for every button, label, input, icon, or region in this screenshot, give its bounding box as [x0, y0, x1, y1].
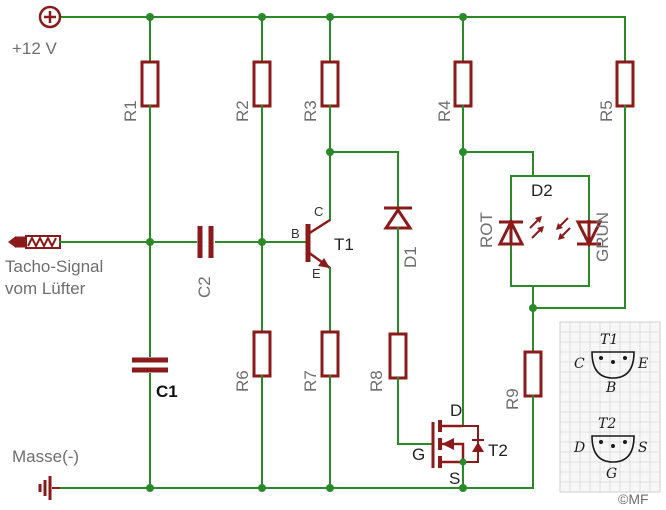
t2-package-sketch [591, 435, 635, 463]
resistor-r2 [252, 60, 272, 108]
t1-emitter-label: E [312, 266, 321, 281]
capacitor-c2 [197, 226, 214, 258]
pinout-inset [559, 321, 661, 493]
t1-package-sketch [591, 351, 635, 379]
led-green-label: GRUN [593, 212, 612, 262]
r3-label: R3 [301, 100, 320, 122]
ground-icon [38, 476, 60, 500]
resistor-r6 [252, 330, 272, 378]
pinout-t2-s: S [638, 440, 648, 456]
t1-collector-label: C [314, 204, 323, 219]
c2-label: C2 [195, 276, 214, 298]
led-pair-d2-icon [497, 175, 603, 287]
t1-base-label: B [291, 226, 300, 241]
resistor-r7 [320, 330, 340, 378]
supply-terminal-icon [38, 5, 62, 29]
resistor-r3 [320, 60, 340, 108]
supply-label: +12 V [12, 39, 58, 58]
t2-gate-label: G [412, 445, 425, 464]
supply-rail [59, 13, 626, 21]
r6-label: R6 [233, 370, 252, 392]
pinout-t1-name: T1 [600, 332, 618, 348]
r9-label: R9 [503, 388, 522, 410]
d2-label: D2 [531, 181, 553, 200]
resistor-r1 [140, 60, 160, 108]
input-plug-icon [8, 235, 61, 249]
signal-line [59, 238, 309, 246]
resistor-r5 [615, 60, 635, 108]
input-label-line2: vom Lüfter [5, 279, 86, 298]
resistor-r9 [523, 350, 543, 398]
pinout-t1-e: E [637, 356, 648, 372]
resistor-r4 [453, 60, 473, 108]
c1-label: C1 [156, 382, 178, 401]
pinout-t1-b: B [605, 380, 616, 396]
r5-label: R5 [597, 100, 616, 122]
transistor-t1-icon [305, 218, 331, 270]
r8-label: R8 [367, 370, 386, 392]
copyright-mark: ©MF [618, 491, 649, 507]
ground-label: Masse(-) [12, 447, 79, 466]
d1-label: D1 [401, 246, 420, 268]
r4-label: R4 [435, 100, 454, 122]
grid-lines [560, 322, 660, 492]
diode-d1-icon [383, 206, 413, 230]
pinout-t1-c: C [574, 356, 585, 372]
pinout-t2-name: T2 [598, 416, 616, 432]
input-label-line1: Tacho-Signal [5, 257, 103, 276]
capacitor-c1 [132, 357, 168, 373]
led-red-label: ROT [477, 212, 496, 248]
mosfet-t2-icon [431, 420, 484, 468]
t2-source-label: S [449, 469, 460, 488]
pinout-t2-g: G [606, 466, 617, 482]
t2-drain-label: D [450, 401, 462, 420]
resistor-r8 [388, 332, 408, 380]
t2-label: T2 [488, 441, 508, 460]
r2-label: R2 [233, 100, 252, 122]
t1-label: T1 [334, 235, 354, 254]
r1-label: R1 [121, 100, 140, 122]
pinout-t2-d: D [573, 440, 585, 456]
r7-label: R7 [301, 370, 320, 392]
